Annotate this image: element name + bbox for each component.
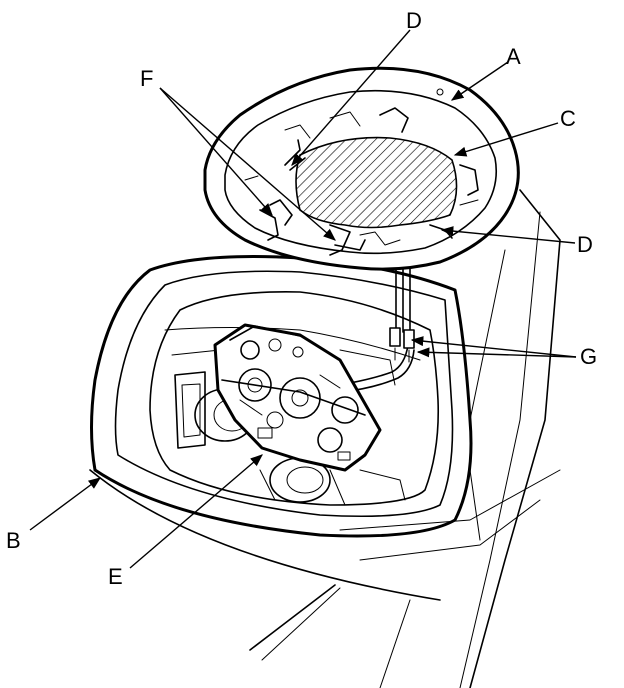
leader-lines bbox=[29, 29, 577, 569]
callout-labels: A C D D F G E B bbox=[6, 8, 597, 589]
leader-f-2 bbox=[159, 87, 336, 241]
callout-a: A bbox=[506, 44, 521, 69]
leader-b bbox=[29, 477, 102, 531]
mirror-housing bbox=[90, 255, 473, 538]
door-panel bbox=[89, 189, 561, 688]
callout-g: G bbox=[580, 344, 597, 369]
leader-e bbox=[129, 454, 263, 569]
leader-a bbox=[450, 61, 509, 101]
callout-d-right: D bbox=[577, 232, 593, 257]
callout-d-top: D bbox=[406, 8, 422, 33]
callout-f: F bbox=[140, 66, 153, 91]
callout-b: B bbox=[6, 528, 21, 553]
leader-c bbox=[453, 122, 559, 157]
leader-f-1 bbox=[159, 87, 273, 216]
mirror-glass-backing bbox=[295, 136, 458, 229]
leader-g-1 bbox=[410, 336, 577, 358]
leader-d-right bbox=[440, 226, 576, 244]
callout-e: E bbox=[108, 564, 123, 589]
leader-g-2 bbox=[416, 347, 577, 358]
mirror-holder bbox=[203, 66, 520, 271]
callout-c: C bbox=[560, 106, 576, 131]
connector-left bbox=[389, 327, 401, 347]
connector-right bbox=[403, 329, 415, 349]
leader-d-top bbox=[291, 29, 411, 166]
wire-harness bbox=[337, 254, 415, 393]
mirror-actuator bbox=[213, 323, 382, 472]
